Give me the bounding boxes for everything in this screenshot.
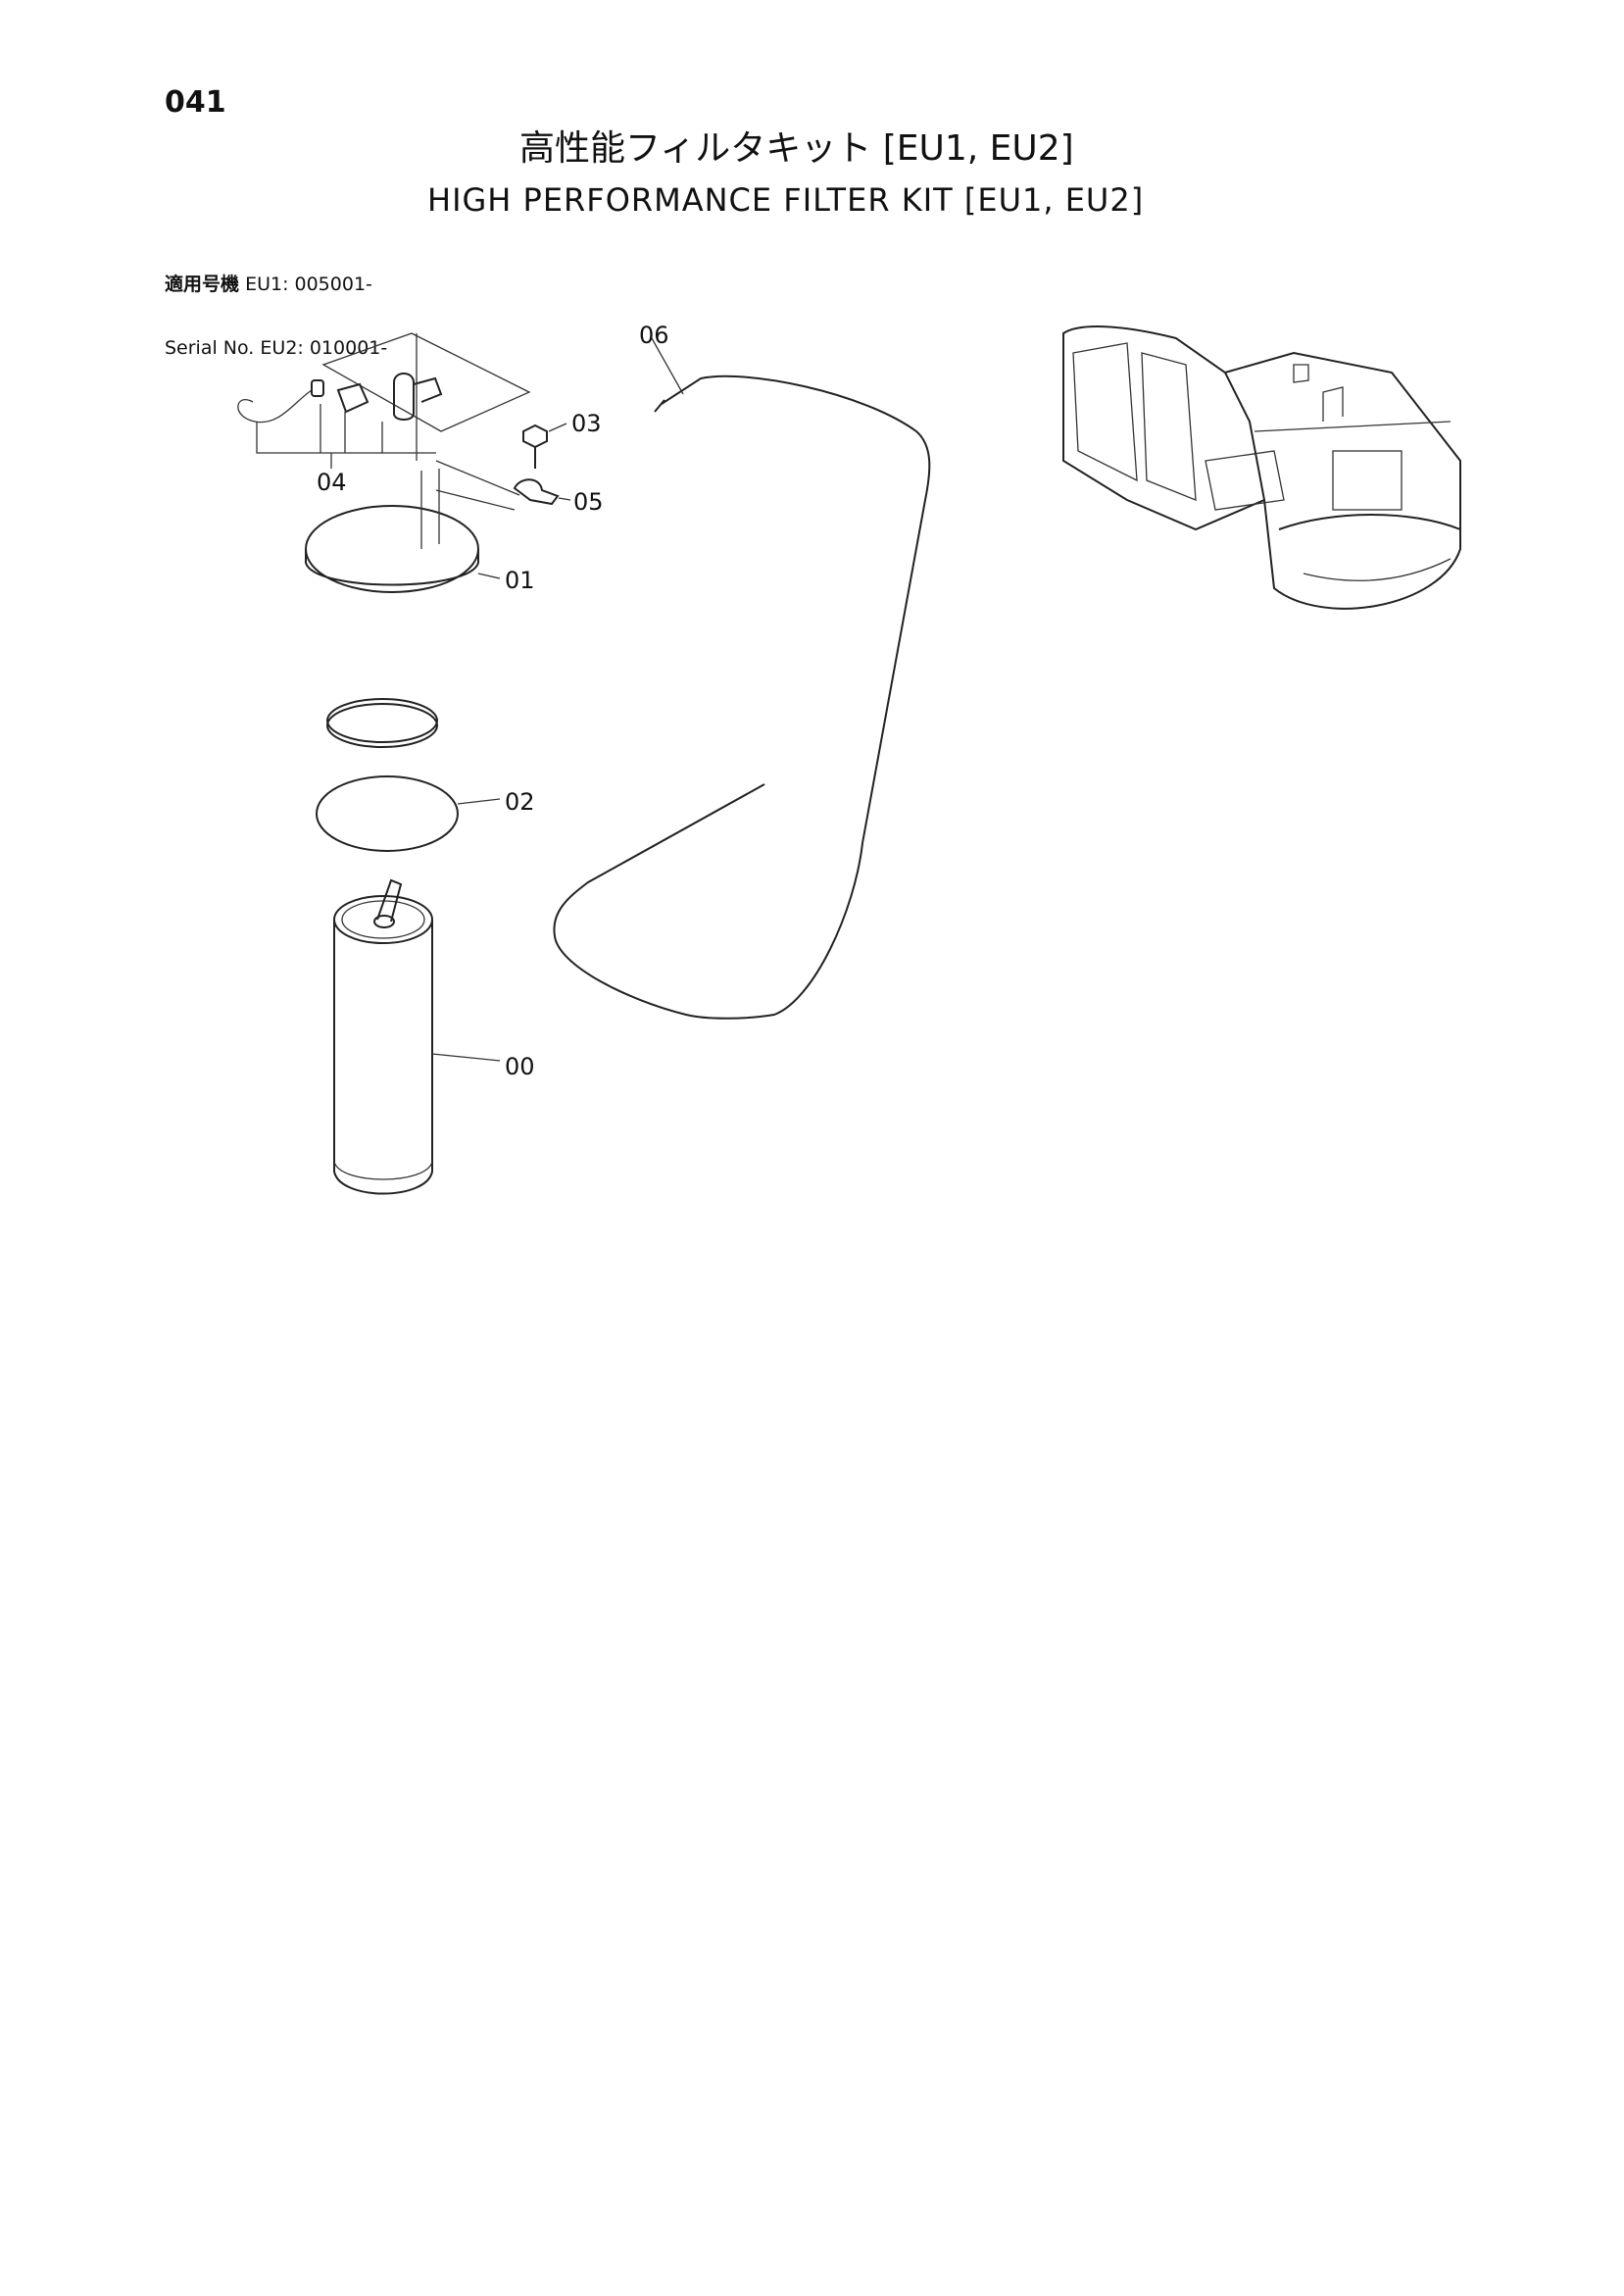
callout-04: 04 bbox=[317, 469, 347, 496]
callout-06: 06 bbox=[639, 322, 669, 349]
cover-plate-part bbox=[305, 469, 501, 593]
page-number: 041 bbox=[165, 85, 226, 120]
serial-eu1: EU1: 005001- bbox=[245, 273, 372, 295]
callout-02: 02 bbox=[505, 788, 535, 816]
serial-eu2: EU2: 010001- bbox=[260, 337, 388, 360]
gasket-part bbox=[316, 775, 501, 852]
bolt-part bbox=[522, 423, 567, 469]
serial-label-jp: 適用号機 bbox=[165, 273, 240, 295]
callout-03: 03 bbox=[571, 410, 602, 437]
callout-01: 01 bbox=[505, 567, 535, 594]
title-japanese: 高性能フィルタキット [EU1, EU2] bbox=[519, 128, 1074, 169]
clip-part bbox=[435, 460, 571, 511]
title-english: HIGH PERFORMANCE FILTER KIT [EU1, EU2] bbox=[427, 181, 1145, 219]
serial-number-block: 適用号機 EU1: 005001- Serial No. EU2: 010001… bbox=[165, 231, 387, 381]
filter-element-part bbox=[333, 878, 501, 1195]
callout-00: 00 bbox=[505, 1053, 535, 1080]
excavator-overview bbox=[1062, 325, 1461, 610]
callout-05: 05 bbox=[573, 488, 604, 516]
serial-label-en: Serial No. bbox=[165, 337, 255, 360]
sensor-connector-part bbox=[237, 332, 531, 469]
hose-part bbox=[553, 337, 931, 1020]
snap-ring-part bbox=[326, 698, 438, 748]
